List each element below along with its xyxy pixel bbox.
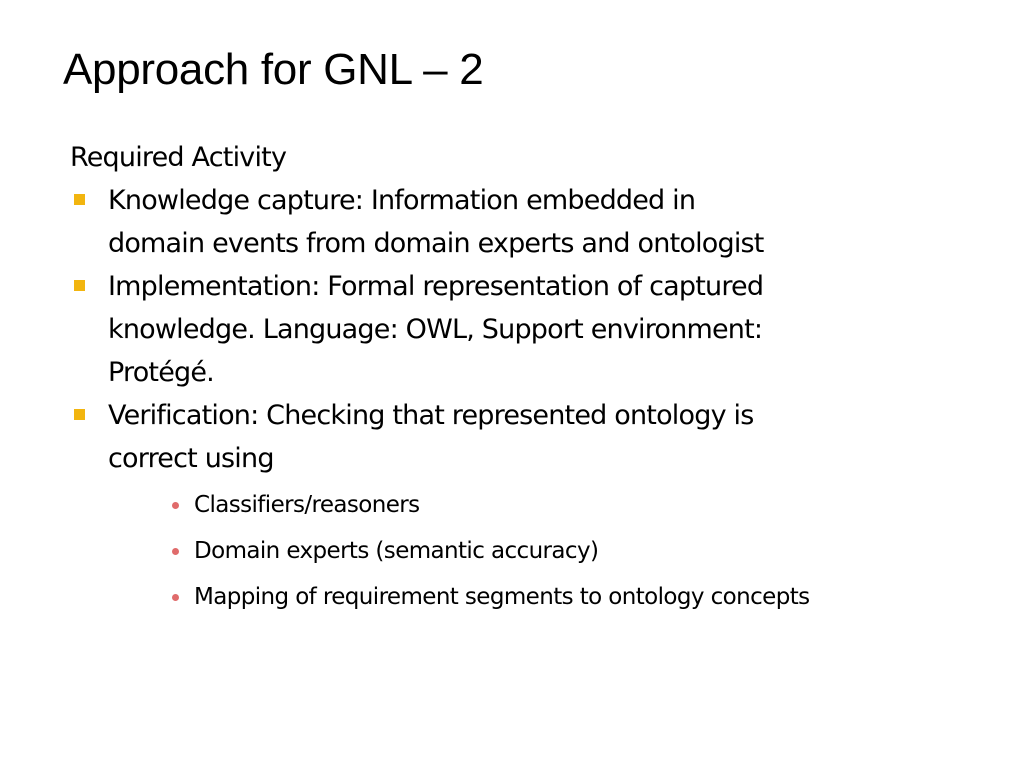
sub-bullet-text: Classifiers/reasoners [194,492,420,518]
sub-bullet-classifiers: Classifiers/reasoners [170,482,980,528]
square-bullet-icon [74,280,85,291]
square-bullet-icon [74,194,85,205]
slide-title: Approach for GNL – 2 [63,45,484,94]
sub-bullet-domain-experts: Domain experts (semantic accuracy) [170,528,980,574]
round-bullet-icon [172,502,179,509]
slide-body: Required Activity Knowledge capture: Inf… [70,136,980,620]
bullet-text: Knowledge capture: Information embedded … [108,185,764,259]
bullet-implementation: Implementation: Formal representation of… [70,265,980,394]
round-bullet-icon [172,594,179,601]
round-bullet-icon [172,548,179,555]
bullet-text: Verification: Checking that represented … [108,400,754,474]
bullet-verification: Verification: Checking that represented … [70,394,980,620]
sub-bullet-text: Domain experts (semantic accuracy) [194,538,599,564]
bullet-knowledge-capture: Knowledge capture: Information embedded … [70,179,980,265]
sub-bullet-list: Classifiers/reasoners Domain experts (se… [108,482,980,620]
bullet-text: Implementation: Formal representation of… [108,271,764,388]
sub-bullet-text: Mapping of requirement segments to ontol… [194,584,810,610]
bullet-list: Knowledge capture: Information embedded … [70,179,980,620]
sub-bullet-mapping: Mapping of requirement segments to ontol… [170,574,980,620]
section-heading: Required Activity [70,142,287,173]
square-bullet-icon [74,409,85,420]
